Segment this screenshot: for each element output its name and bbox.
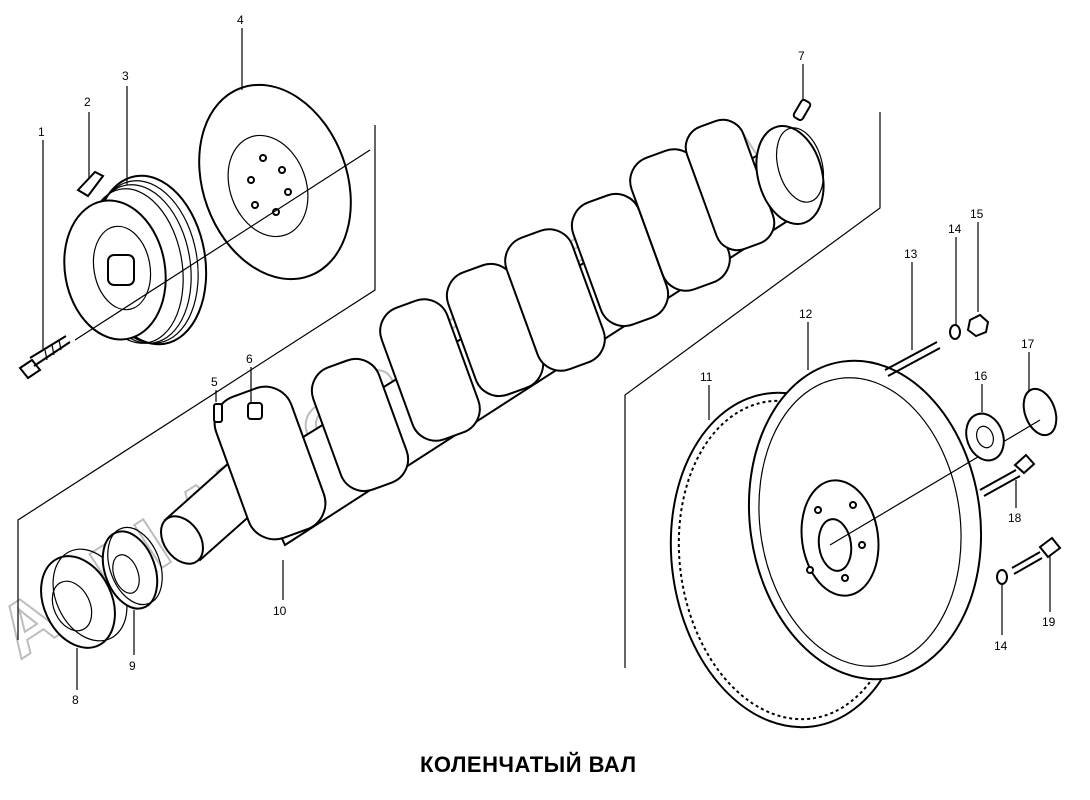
bolt-part-1 [18,335,71,380]
flywheel-part-12 [669,359,983,729]
callout-14a: 14 [948,222,962,236]
callout-10: 10 [273,604,287,618]
callout-4: 4 [237,13,244,27]
callout-15: 15 [970,207,984,221]
callout-8: 8 [72,693,79,707]
nut-part-15 [966,313,990,338]
callout-labels: 1 2 3 4 5 6 7 8 9 10 11 12 13 14 15 16 1… [38,13,1056,707]
snap-ring-part-17 [1022,387,1058,437]
callout-18: 18 [1008,511,1022,525]
diagram-title: КОЛЕНЧАТЫЙ ВАЛ [420,752,637,777]
callout-6: 6 [246,352,253,366]
front-axis-line [74,149,371,341]
plate-part-4 [198,83,352,281]
callout-5: 5 [211,375,218,389]
callout-11: 11 [700,370,713,384]
callout-1: 1 [38,125,45,139]
callout-7: 7 [798,49,805,63]
bearing-part-16 [965,412,1005,462]
pulley-part-3 [63,170,208,346]
bolt-part-18 [979,453,1036,497]
callout-17: 17 [1021,337,1035,351]
pins-part-5-6 [213,402,263,423]
callout-3: 3 [122,69,129,83]
bolt-part-19 [1011,536,1062,575]
assembly-frames [17,112,881,668]
callout-13: 13 [904,247,918,261]
washer-part-14b [996,569,1008,585]
washer-part-14 [949,324,961,340]
callout-14b: 14 [994,639,1008,653]
callout-9: 9 [129,659,136,673]
callout-16: 16 [974,369,988,383]
dowel-part-7 [792,98,812,122]
sprocket-part-9 [101,526,163,610]
leader-lines [42,28,1051,690]
callout-19: 19 [1042,615,1056,629]
callout-12: 12 [799,307,813,321]
rear-axis-line [829,419,1041,546]
callout-2: 2 [84,95,91,109]
crankshaft-part-10 [160,118,825,565]
bolt-part-13 [884,341,941,377]
